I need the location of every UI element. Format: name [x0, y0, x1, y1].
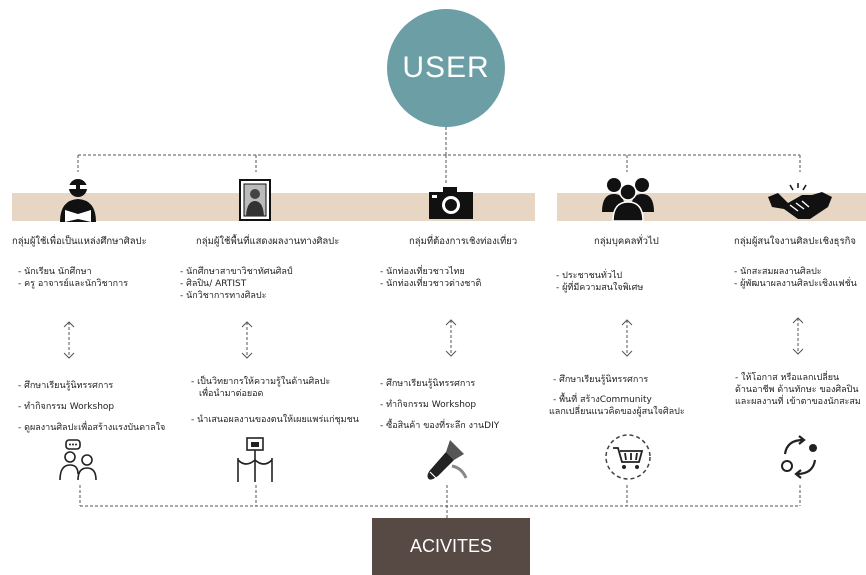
- activity-item: เพื่อนำมาต่อยอด: [199, 389, 264, 399]
- handshake-icon: [768, 183, 832, 219]
- member-item: - ครู อาจารย์และนักวิชาการ: [18, 279, 129, 289]
- double-arrow-icon: [241, 321, 253, 359]
- activity-list-5: - ให้โอกาส หรือแลกเปลี่ยน ด้านอาชีพ ด้าน…: [735, 372, 861, 408]
- member-item: - นักท่องเที่ยวชาวไทย: [380, 267, 465, 277]
- member-item: - นักศึกษาสาขาวิชาทัศนศิลป์: [180, 267, 293, 277]
- member-item: - นักสะสมผลงานศิลปะ: [734, 267, 822, 277]
- activity-item: - นำเสนอผลงานของตนให้เผยแพร่แก่ชุมชน: [191, 415, 359, 425]
- activity-item: - ให้โอกาส หรือแลกเปลี่ยน: [735, 373, 840, 383]
- user-label: USER: [402, 51, 490, 84]
- member-item: - ศิลปิน/ ARTIST: [180, 279, 247, 289]
- discussion-people-icon: [59, 439, 97, 481]
- member-item: - นักเรียน นักศึกษา: [18, 267, 92, 277]
- member-item: - นักวิชาการทางศิลปะ: [180, 291, 267, 301]
- student-reading-icon: [60, 179, 96, 222]
- double-arrow-icon: [63, 321, 75, 359]
- activity-item: - ศึกษาเรียนรู้นิทรรศการ: [380, 379, 476, 389]
- group-column-4: กลุ่มบุคคลทั่วไป - ประชาชนทั่วไป - ผู้ที…: [556, 236, 659, 294]
- activity-item: - ทำกิจกรรม Workshop: [18, 402, 115, 412]
- activities-node: ACIVITES: [372, 518, 530, 575]
- exchange-cycle-icon: [781, 435, 817, 479]
- member-item: - ผู้ที่มีความสนใจพิเศษ: [556, 283, 644, 293]
- member-item: - ประชาชนทั่วไป: [556, 271, 623, 281]
- group-column-2: กลุ่มผู้ใช้พื้นที่แสดงผลงานทางศิลปะ - นั…: [180, 236, 340, 302]
- double-arrow-icon: [445, 319, 457, 357]
- group-title: กลุ่มผู้ใช้เพื่อเป็นแหล่งศึกษาศิลปะ: [12, 236, 147, 247]
- group-title: กลุ่มผู้สนใจงานศิลปะเชิงธุรกิจ: [734, 236, 856, 247]
- activity-list-2: - เป็นวิทยากรให้ความรู้ในด้านศิลปะ เพื่อ…: [191, 376, 359, 426]
- group-column-1: กลุ่มผู้ใช้เพื่อเป็นแหล่งศึกษาศิลปะ - นั…: [12, 236, 147, 290]
- group-title: กลุ่มที่ต้องการเชิงท่องเที่ยว: [409, 236, 518, 247]
- activity-item: และผลงานที่ เข้าตาของนักสะสม: [735, 397, 861, 407]
- activities-label: ACIVITES: [409, 536, 493, 556]
- framed-painting-icon: [239, 179, 271, 221]
- activity-item: แลกเปลี่ยนแนวคิดของผู้สนใจศิลปะ: [549, 407, 685, 417]
- activity-item: - ดูผลงานศิลปะเพื่อสร้างแรงบันดาลใจ: [18, 423, 166, 433]
- group-column-3: กลุ่มที่ต้องการเชิงท่องเที่ยว - นักท่องเ…: [380, 236, 518, 290]
- group-title: กลุ่มบุคคลทั่วไป: [594, 236, 659, 247]
- group-column-5: กลุ่มผู้สนใจงานศิลปะเชิงธุรกิจ - นักสะสม…: [734, 236, 857, 290]
- exhibit-stanchion-icon: [237, 437, 273, 482]
- activity-list-1: - ศึกษาเรียนรู้นิทรรศการ - ทำกิจกรรม Wor…: [18, 376, 165, 439]
- activity-list-3: - ศึกษาเรียนรู้นิทรรศการ - ทำกิจกรรม Wor…: [380, 374, 499, 437]
- group-people-icon: [602, 178, 654, 222]
- activity-item: - เป็นวิทยากรให้ความรู้ในด้านศิลปะ: [191, 377, 331, 387]
- double-arrow-icon: [621, 319, 633, 357]
- activity-item: - ศึกษาเรียนรู้นิทรรศการ: [553, 375, 649, 385]
- activity-list-4: - ศึกษาเรียนรู้นิทรรศการ - พื้นที่ สร้าง…: [549, 374, 685, 418]
- paint-brush-icon: [427, 440, 468, 480]
- activity-item: ด้านอาชีพ ด้านทักษะ ของศิลปิน: [735, 385, 859, 395]
- activity-item: - ซื้อสินค้า ของที่ระลึก งานDIY: [380, 421, 500, 431]
- member-item: - นักท่องเที่ยวชาวต่างชาติ: [380, 279, 482, 289]
- group-title: กลุ่มผู้ใช้พื้นที่แสดงผลงานทางศิลปะ: [196, 236, 340, 247]
- double-arrow-icon: [792, 317, 804, 355]
- member-item: - ผู้พัฒนาผลงานศิลปะเชิงแฟชั่น: [734, 279, 857, 289]
- activity-item: - พื้นที่ สร้างCommunity: [553, 395, 652, 405]
- shopping-cart-cycle-icon: [605, 434, 651, 480]
- camera-icon: [429, 187, 473, 219]
- activity-item: - ศึกษาเรียนรู้นิทรรศการ: [18, 381, 114, 391]
- user-node: USER: [387, 9, 505, 127]
- activity-item: - ทำกิจกรรม Workshop: [380, 400, 477, 410]
